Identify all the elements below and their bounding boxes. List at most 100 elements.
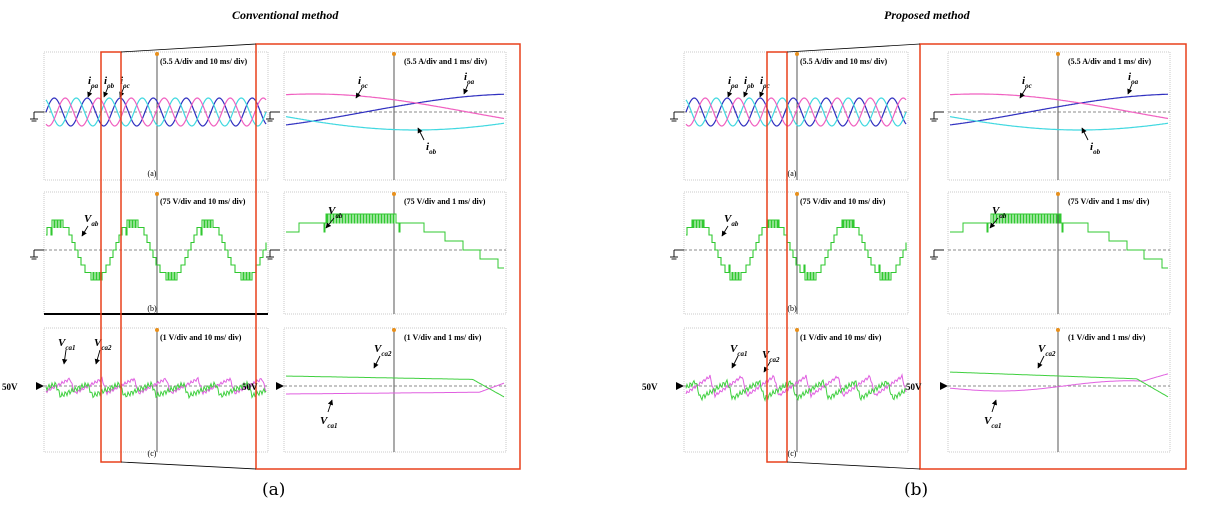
right-zoom-iob-arrow — [1081, 127, 1089, 141]
right-zoom-connector-top — [786, 43, 921, 53]
right-wide-vca1-arrow — [731, 355, 739, 369]
left-wide-voltage-scale: (75 V/div and 10 ms/ div) — [160, 197, 246, 206]
right-zoom-current-panel-trigger-marker — [1056, 52, 1060, 56]
right-zoom-connector-bottom — [786, 461, 921, 470]
right-wide-cap-scale: (1 V/div and 10 ms/ div) — [800, 333, 882, 342]
left-zoom-box — [255, 43, 521, 470]
left-zoom-vca2-trace — [285, 375, 505, 398]
right-zoom-cap-scale: (1 V/div and 1 ms/ div) — [1068, 333, 1146, 342]
left-zoom-ioc-trace — [285, 93, 505, 120]
right-zoom-vca1-arrow — [991, 399, 998, 413]
right-wide-iob-trace — [685, 97, 907, 127]
left-zoom-voltage-scale: (75 V/div and 1 ms/ div) — [404, 197, 486, 206]
left-wide-vab-trace — [46, 219, 267, 281]
right-wide-iob-arrow — [743, 86, 749, 98]
title-proposed: Proposed method — [884, 8, 970, 22]
right-zoom-vab-arrow — [989, 217, 999, 229]
left-wide-cap-panel-trigger-marker — [155, 328, 159, 332]
left-wide-cap-offset-arrow — [36, 382, 44, 390]
left-zoom-ioa-arrow — [463, 83, 469, 95]
left-wide-ioc-trace — [45, 97, 267, 127]
left-zoom-cap-offset-label: 50V — [242, 382, 258, 392]
left-zoom-iob-label: iob — [426, 141, 437, 156]
right-zoom-vca2-arrow — [1037, 355, 1045, 369]
right-zoom-vca1-trace — [949, 373, 1169, 392]
right-wide-current-panel-trigger-marker — [795, 52, 799, 56]
left-wide-current-panel — [43, 51, 269, 181]
right-wide-vab-trace — [686, 219, 907, 281]
left-wide-voltage-panel — [43, 191, 269, 315]
right-zoom-box — [919, 43, 1187, 470]
left-zoom-ioa-label: ioa — [464, 71, 475, 86]
left-wide-vab-arrow — [81, 225, 89, 237]
right-wide-vab-arrow — [721, 225, 729, 237]
right-zoom-ioa-label: ioa — [1128, 71, 1139, 86]
right-zoom-ioa-trace — [949, 93, 1169, 126]
left-zoom-voltage-panel-trigger-marker — [392, 192, 396, 196]
right-zoom-ioc-trace — [949, 93, 1169, 120]
right-zoom-voltage-scale: (75 V/div and 1 ms/ div) — [1068, 197, 1150, 206]
left-zoom-current-ground — [266, 111, 280, 122]
caption-a: (a) — [262, 480, 286, 500]
right-label-c: (c) — [788, 449, 797, 458]
left-zoom-iob-arrow — [417, 127, 425, 141]
left-zoom-cap-offset-arrow — [276, 382, 284, 390]
right-zoom-voltage-ground — [930, 249, 944, 260]
caption-b: (b) — [904, 480, 929, 500]
right-wide-ioa-trace — [685, 97, 907, 127]
right-wide-voltage-scale: (75 V/div and 10 ms/ div) — [800, 197, 886, 206]
right-wide-iob-label: iob — [744, 75, 755, 90]
right-wide-cap-offset-arrow — [676, 382, 684, 390]
title-conventional: Conventional method — [232, 8, 339, 22]
right-zoom-cap-panel — [947, 327, 1171, 453]
left-wide-vca1-trace — [45, 376, 267, 396]
right-wide-current-ground — [670, 111, 684, 122]
right-wide-cap-panel-trigger-marker — [795, 328, 799, 332]
left-wide-cap-offset-label: 50V — [2, 382, 18, 392]
left-wide-ioa-trace — [45, 97, 267, 127]
left-wide-iob-arrow — [103, 86, 109, 98]
right-wide-ioa-arrow — [727, 86, 733, 98]
left-zoom-vab-arrow — [325, 217, 335, 229]
left-wide-ioc-label: ioc — [120, 75, 130, 90]
right-wide-ioc-arrow — [759, 86, 765, 98]
right-zoom-current-scale: (5.5 A/div and 1 ms/ div) — [1068, 57, 1151, 66]
right-wide-voltage-panel — [683, 191, 909, 315]
right-zoom-voltage-panel-trigger-marker — [1056, 192, 1060, 196]
left-zoom-current-panel-trigger-marker — [392, 52, 396, 56]
right-zoom-voltage-panel — [947, 191, 1171, 315]
right-zoom-current-ground — [930, 111, 944, 122]
left-wide-ioa-label: ioa — [88, 75, 99, 90]
left-label-c: (c) — [148, 449, 157, 458]
right-zoom-ioa-arrow — [1127, 83, 1133, 95]
right-wide-current-panel — [683, 51, 909, 181]
right-wide-ioc-trace — [685, 97, 907, 127]
left-zoom-ioc-label: ioc — [358, 75, 368, 90]
left-label-a: (a) — [148, 169, 157, 178]
right-zoom-cap-offset-label: 50V — [906, 382, 922, 392]
left-wide-current-ground — [30, 111, 44, 122]
left-zoom-vca1-arrow — [327, 399, 334, 413]
right-wide-vca1-trace — [685, 372, 907, 399]
left-wide-ioa-arrow — [87, 86, 93, 98]
right-wide-current-scale: (5.5 A/div and 10 ms/ div) — [800, 57, 887, 66]
left-zoom-ioa-trace — [285, 93, 505, 126]
left-wide-vca2-trace — [45, 380, 267, 400]
right-wide-vca2-trace — [685, 378, 907, 402]
left-label-b: (b) — [147, 304, 157, 313]
left-wide-vca1-arrow — [62, 349, 68, 365]
left-wide-current-panel-trigger-marker — [155, 52, 159, 56]
left-wide-voltage-ground — [30, 249, 44, 260]
right-wide-ioa-label: ioa — [728, 75, 739, 90]
right-wide-cap-offset-label: 50V — [642, 382, 658, 392]
right-label-a: (a) — [788, 169, 797, 178]
left-zoom-ioc-arrow — [355, 87, 363, 99]
left-zoom-connector-bottom — [120, 461, 257, 470]
left-zoom-cap-panel-trigger-marker — [392, 328, 396, 332]
left-wide-cap-scale: (1 V/div and 10 ms/ div) — [160, 333, 242, 342]
left-wide-vca2-arrow — [94, 349, 101, 365]
right-wide-voltage-panel-trigger-marker — [795, 192, 799, 196]
left-zoom-cap-scale: (1 V/div and 1 ms/ div) — [404, 333, 482, 342]
right-zoom-vab-trace — [950, 213, 1168, 269]
right-label-b: (b) — [787, 304, 797, 313]
